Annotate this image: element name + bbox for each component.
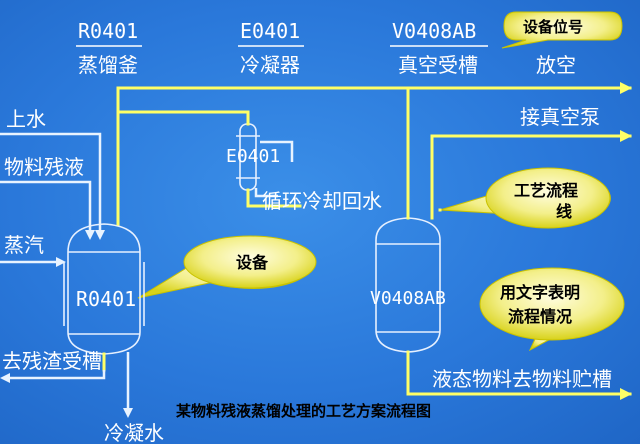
label-to-storage: 液态物料去物料贮槽	[432, 367, 612, 391]
vent-label: 放空	[536, 53, 576, 77]
label-cooling-return: 循环冷却回水	[262, 189, 382, 213]
label-steam: 蒸汽	[4, 233, 44, 257]
label-residue-in: 物料残液	[4, 155, 84, 179]
receiver-label: V0408AB	[370, 288, 446, 309]
process-lines	[102, 82, 632, 400]
callout-flow-line: 工艺流程 线	[439, 167, 611, 229]
condenser-e0401: E0401	[226, 123, 280, 191]
label-condensate: 冷凝水	[104, 421, 164, 444]
label-to-residue-tank: 去残渣受槽	[2, 349, 102, 373]
callout-text-description: 用文字表明 流程情况	[479, 267, 625, 352]
callout-text-line-2: 流程情况	[508, 307, 572, 326]
callout-equipment-text: 设备	[236, 253, 269, 272]
callout-flowline-text-2: 线	[556, 202, 572, 221]
tag-e0401: E0401	[240, 19, 300, 43]
tag-v0408ab: V0408AB	[392, 19, 476, 43]
label-to-vacuum-pump: 接真空泵	[520, 105, 600, 129]
diagram-caption: 某物料残液蒸馏处理的工艺方案流程图	[176, 402, 431, 420]
callout-flowline-text-1: 工艺流程	[514, 181, 578, 200]
tag-r0401: R0401	[78, 19, 138, 43]
receiver-v0408ab: V0408AB	[370, 217, 446, 353]
name-v0408ab: 真空受槽	[398, 53, 478, 77]
equipment-list-e0401: E0401 冷凝器	[238, 19, 304, 77]
callout-equipment-position: 设备位号	[501, 11, 623, 49]
name-r0401: 蒸馏釜	[78, 53, 138, 77]
callout-equipment: 设备	[137, 235, 317, 299]
condenser-label: E0401	[226, 146, 280, 167]
callout-text-line-1: 用文字表明	[500, 283, 580, 302]
reactor-label: R0401	[76, 287, 136, 311]
name-e0401: 冷凝器	[240, 53, 300, 77]
equipment-list-r0401: R0401 蒸馏釜	[76, 19, 142, 77]
callout-position-text: 设备位号	[523, 18, 583, 36]
reactor-r0401: R0401	[63, 223, 145, 355]
label-water-in: 上水	[6, 107, 46, 131]
equipment-list-v0408ab: V0408AB 真空受槽	[390, 19, 488, 77]
utility-lines	[0, 132, 294, 418]
